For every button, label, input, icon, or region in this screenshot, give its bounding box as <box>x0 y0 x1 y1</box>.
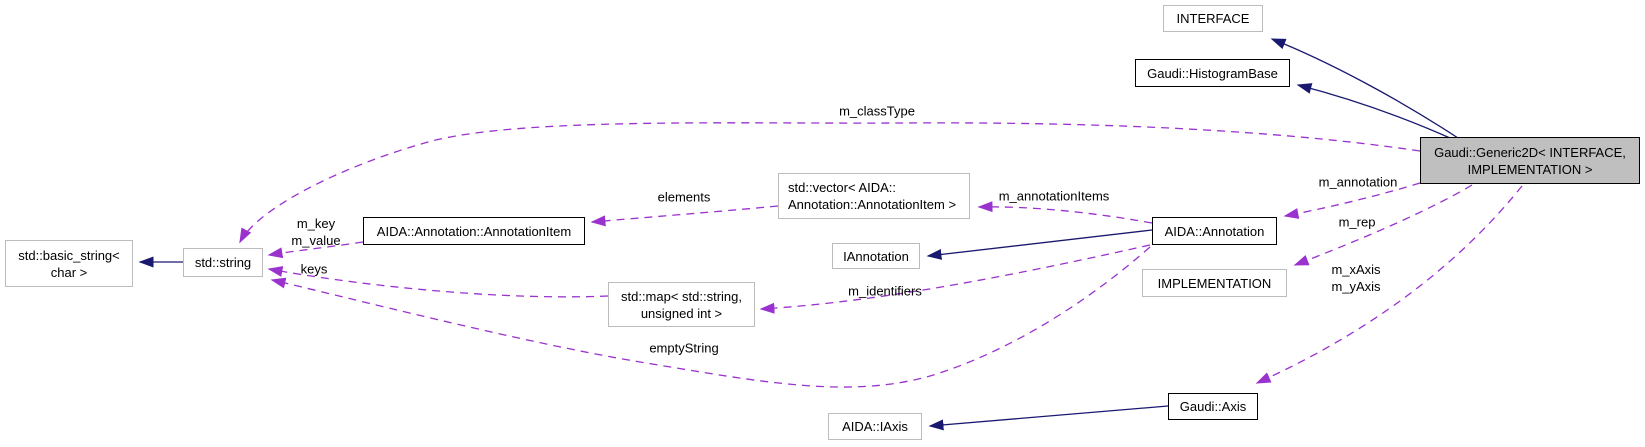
node-aida-iaxis-label: AIDA::IAxis <box>842 419 908 434</box>
node-annotation-item-label: AIDA::Annotation::AnnotationItem <box>376 223 572 239</box>
node-aida-iaxis: AIDA::IAxis <box>828 413 922 440</box>
edge-keys <box>267 266 609 298</box>
node-implementation-label: IMPLEMENTATION <box>1157 275 1272 291</box>
edge-label-m-key-value: m_key m_value <box>291 215 340 249</box>
node-aida-annotation-label: AIDA::Annotation <box>1164 223 1265 239</box>
edge-axis-to-iaxis <box>928 405 1169 431</box>
node-implementation: IMPLEMENTATION <box>1142 269 1287 297</box>
edge-label-m-key: m_key <box>296 216 336 231</box>
edge-m-identifiers <box>759 244 1151 314</box>
edge-label-m-classtype: m_classType <box>839 103 915 119</box>
node-std-basic-string: std::basic_string< char > <box>5 240 133 287</box>
edge-label-emptystring: emptyString <box>649 340 719 356</box>
edge-label-m-xaxis-yaxis: m_xAxis m_yAxis <box>1331 261 1380 295</box>
edge-emptystring <box>270 246 1151 388</box>
node-std-string-label: std::string <box>194 255 252 270</box>
node-aida-annotation[interactable]: AIDA::Annotation <box>1152 217 1277 245</box>
edge-label-m-annotationitems: m_annotationItems <box>998 188 1110 204</box>
node-generic2d: Gaudi::Generic2D< INTERFACE, IMPLEMENTAT… <box>1420 137 1640 184</box>
edge-label-m-rep: m_rep <box>1338 214 1376 230</box>
edge-generic2d-to-histogrambase <box>1296 83 1451 139</box>
node-std-vector-label-line2: Annotation::AnnotationItem > <box>788 197 957 212</box>
node-iannotation: IAnnotation <box>832 243 920 269</box>
edge-label-m-value: m_value <box>291 233 341 248</box>
edge-m-annotation <box>1283 182 1421 219</box>
node-generic2d-label-line1: Gaudi::Generic2D< INTERFACE, <box>1434 144 1626 160</box>
node-generic2d-label-line2: IMPLEMENTATION > <box>1467 161 1593 177</box>
edge-label-m-xaxis: m_xAxis <box>1331 262 1381 277</box>
edge-generic2d-to-interface <box>1270 38 1459 139</box>
node-iannotation-label: IAnnotation <box>843 248 909 264</box>
node-histogram-base-label: Gaudi::HistogramBase <box>1147 65 1278 81</box>
node-std-basic-string-label-line1: std::basic_string< <box>18 247 120 263</box>
node-interface: INTERFACE <box>1163 5 1263 32</box>
node-std-vector: std::vector< AIDA:: Annotation::Annotati… <box>778 173 970 219</box>
edge-m-classtype <box>239 122 1421 244</box>
node-histogram-base[interactable]: Gaudi::HistogramBase <box>1135 59 1290 87</box>
edge-m-rep <box>1293 184 1473 266</box>
edge-label-m-identifiers: m_identifiers <box>848 283 922 299</box>
edge-m-xaxis-yaxis <box>1255 185 1523 384</box>
edge-label-m-yaxis: m_yAxis <box>1331 279 1381 294</box>
node-std-map-label-line2: unsigned int > <box>640 305 723 321</box>
node-std-basic-string-label-line2: char > <box>50 264 88 280</box>
node-gaudi-axis-label: Gaudi::Axis <box>1179 399 1247 414</box>
node-interface-label: INTERFACE <box>1176 11 1250 26</box>
edge-label-keys: keys <box>300 261 328 277</box>
edge-m-annotationitems <box>977 201 1153 224</box>
node-std-map: std::map< std::string, unsigned int > <box>608 282 755 327</box>
node-std-map-label-line1: std::map< std::string, <box>620 288 743 304</box>
edge-label-m-annotation: m_annotation <box>1318 174 1398 190</box>
edge-label-elements: elements <box>657 189 711 205</box>
edge-elements <box>590 205 779 227</box>
node-std-string: std::string <box>183 248 263 277</box>
edge-m-key-value <box>267 241 364 259</box>
node-gaudi-axis[interactable]: Gaudi::Axis <box>1168 393 1258 420</box>
edge-annotation-to-iannotation <box>926 229 1153 260</box>
node-std-vector-label-line1: std::vector< AIDA:: <box>788 180 897 195</box>
node-annotation-item[interactable]: AIDA::Annotation::AnnotationItem <box>363 217 585 245</box>
